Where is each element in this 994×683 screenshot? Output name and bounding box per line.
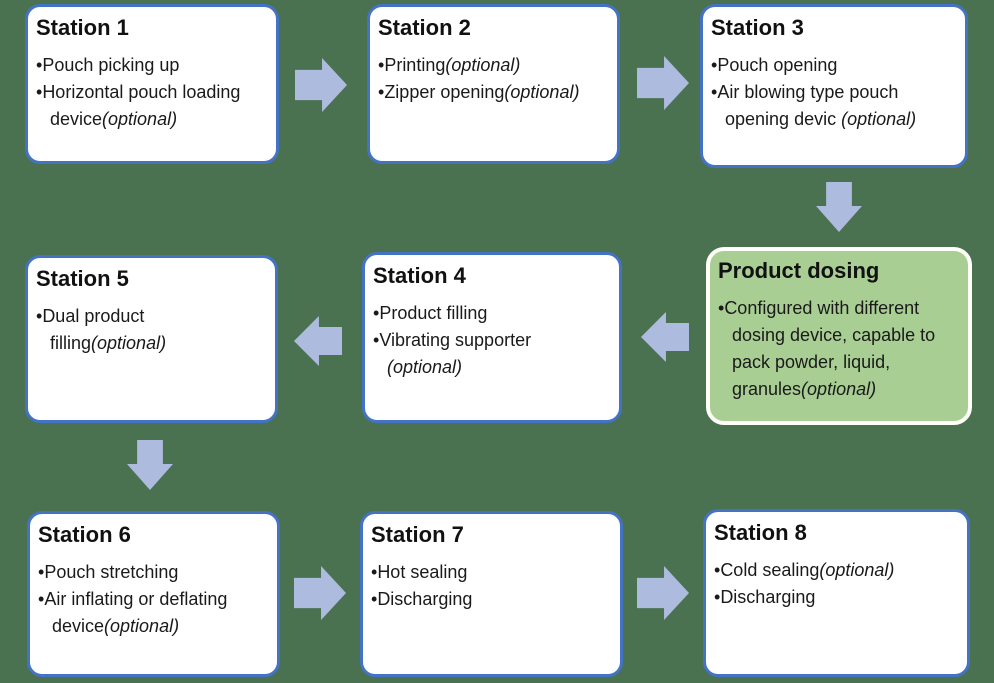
bullet-list: Pouch stretching Air inflating or deflat… <box>38 559 266 640</box>
bullet-item: Printing(optional) <box>378 52 606 79</box>
flow-box-station-3: Station 3 Pouch opening Air blowing type… <box>700 4 968 168</box>
flow-box-station-6: Station 6 Pouch stretching Air inflating… <box>27 511 280 677</box>
arrow-left-icon <box>641 312 689 362</box>
flow-box-station-8: Station 8 Cold sealing(optional) Dischar… <box>703 509 970 677</box>
bullet-item: Product filling <box>373 300 608 327</box>
arrow-down-icon <box>127 440 173 490</box>
flow-box-station-4: Station 4 Product filling Vibrating supp… <box>362 252 622 423</box>
bullet-item: Pouch opening <box>711 52 954 79</box>
bullet-list: Dual product filling(optional) <box>36 303 264 357</box>
flow-box-station-2: Station 2 Printing(optional) Zipper open… <box>367 4 620 164</box>
arrow-down-icon <box>816 182 862 232</box>
box-title: Station 3 <box>711 15 804 40</box>
bullet-item: Cold sealing(optional) <box>714 557 956 584</box>
bullet-list: Cold sealing(optional) Discharging <box>714 557 956 611</box>
arrow-right-icon <box>294 566 346 620</box>
bullet-list: Pouch picking up Horizontal pouch loadin… <box>36 52 265 133</box>
bullet-list: Product filling Vibrating supporter (opt… <box>373 300 608 381</box>
box-title: Station 1 <box>36 15 129 40</box>
bullet-list: Configured with different dosing device,… <box>718 295 958 403</box>
box-title: Station 2 <box>378 15 471 40</box>
bullet-item: Dual product filling(optional) <box>36 303 264 357</box>
box-title: Station 6 <box>38 522 131 547</box>
box-title: Station 4 <box>373 263 466 288</box>
bullet-item: Vibrating supporter (optional) <box>373 327 608 381</box>
flow-box-station-5: Station 5 Dual product filling(optional) <box>25 255 278 423</box>
bullet-item: Horizontal pouch loading device(optional… <box>36 79 265 133</box>
bullet-item: Zipper opening(optional) <box>378 79 606 106</box>
bullet-item: Hot sealing <box>371 559 609 586</box>
arrow-right-icon <box>295 58 347 112</box>
bullet-item: Discharging <box>371 586 609 613</box>
flow-box-station-1: Station 1 Pouch picking up Horizontal po… <box>25 4 279 164</box>
bullet-item: Configured with different dosing device,… <box>718 295 958 403</box>
arrow-right-icon <box>637 566 689 620</box>
bullet-item: Discharging <box>714 584 956 611</box>
bullet-list: Printing(optional) Zipper opening(option… <box>378 52 606 106</box>
box-title: Station 5 <box>36 266 129 291</box>
bullet-list: Pouch opening Air blowing type pouch ope… <box>711 52 954 133</box>
bullet-item: Pouch picking up <box>36 52 265 79</box>
flow-box-product-dosing: Product dosing Configured with different… <box>706 247 972 425</box>
box-title: Station 7 <box>371 522 464 547</box>
bullet-item: Air inflating or deflating device(option… <box>38 586 266 640</box>
arrow-right-icon <box>637 56 689 110</box>
box-title: Product dosing <box>718 258 880 283</box>
bullet-list: Hot sealing Discharging <box>371 559 609 613</box>
flow-box-station-7: Station 7 Hot sealing Discharging <box>360 511 623 677</box>
bullet-item: Air blowing type pouch opening devic (op… <box>711 79 954 133</box>
box-title: Station 8 <box>714 520 807 545</box>
bullet-item: Pouch stretching <box>38 559 266 586</box>
arrow-left-icon <box>294 316 342 366</box>
